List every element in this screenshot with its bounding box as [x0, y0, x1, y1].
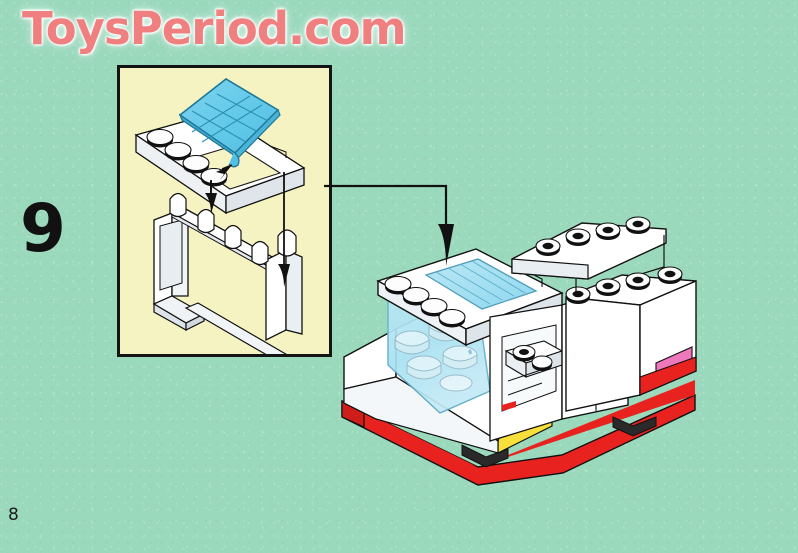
- watermark-text: ToysPeriod.com: [22, 2, 407, 55]
- rear-white-wall-panel: [565, 266, 697, 412]
- inset-placement-arrow: [216, 164, 233, 180]
- inset-arrow-left: [205, 180, 217, 214]
- sub-assembly-illustration: [134, 78, 306, 354]
- page-number: 8: [8, 505, 19, 525]
- inset-plate-studs: [146, 128, 228, 187]
- rear-panel-studs: [565, 266, 683, 304]
- inset-blue-canopy-panel: [178, 78, 281, 168]
- sub-assembly-callout-box: [117, 65, 332, 357]
- inset-windscreen-frame: [152, 192, 303, 354]
- interior-mid-section: [489, 304, 564, 442]
- main-model-illustration: [341, 216, 697, 486]
- red-chassis-base: [341, 380, 696, 486]
- upper-rear-plate: [511, 216, 667, 290]
- roof-plate-studs: [384, 275, 466, 328]
- step-number: 9: [20, 190, 66, 267]
- callout-connector: [324, 184, 454, 266]
- connector-arrowhead: [438, 224, 454, 266]
- upper-rear-plate-studs: [535, 216, 651, 256]
- inset-arrow-right: [278, 172, 290, 287]
